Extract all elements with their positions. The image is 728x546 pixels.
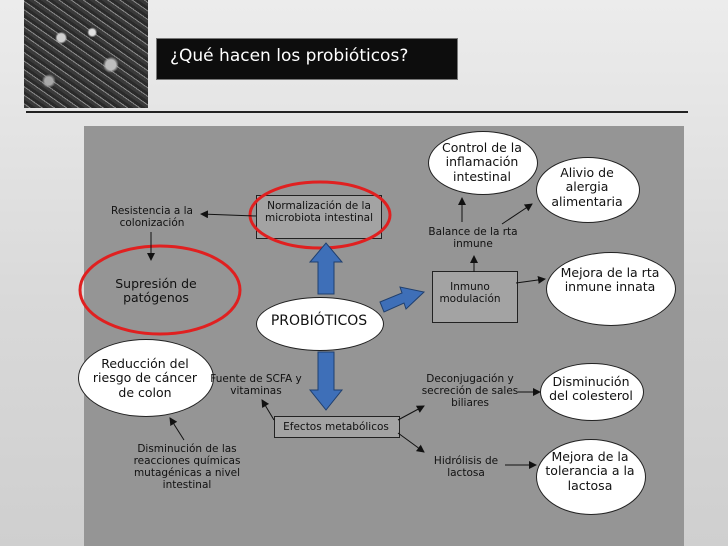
cholesterol-oval	[540, 363, 644, 421]
arrow-to-allergy	[501, 203, 533, 225]
arrow-to-bile	[397, 405, 425, 421]
colon-cancer-oval	[78, 339, 214, 417]
arrow-to-colon-cancer	[169, 417, 185, 441]
probiotics-oval	[256, 297, 384, 351]
bile-label: Deconjugación y secreción de sales bilia…	[421, 373, 519, 410]
metabolic-label: Efectos metabólicos	[283, 421, 389, 433]
probiotics-label: PROBIÓTICOS	[270, 313, 368, 329]
arrow-to-hydrolysis	[397, 432, 425, 453]
innate-label: Mejora de la rta inmune innata	[560, 265, 660, 295]
block-arrow-down	[308, 351, 344, 411]
suppression-label: Supresión de patógenos	[115, 276, 197, 306]
scfa-label: Fuente de SCFA y vitaminas	[210, 373, 302, 398]
block-arrow-up	[308, 242, 344, 295]
slide-title: ¿Qué hacen los probióticos?	[170, 46, 409, 66]
normalization-box	[256, 195, 382, 239]
block-arrow-right	[379, 286, 426, 313]
allergy-label: Alivio de alergia alimentaria	[551, 165, 623, 209]
arrow-to-innate	[515, 275, 546, 284]
title-bar	[156, 38, 458, 80]
cholesterol-label: Disminución del colesterol	[549, 374, 633, 404]
highlight-circle-suppression	[78, 244, 242, 336]
inflammation-oval	[428, 131, 538, 195]
title-divider	[26, 111, 688, 113]
highlight-circle-normalization	[248, 180, 392, 250]
lactose-tolerance-label: Mejora de la tolerancia a la lactosa	[545, 449, 635, 493]
metabolic-box	[274, 416, 400, 438]
lactose-hydrolysis-label: Hidrólisis de lactosa	[433, 455, 499, 480]
balance-label: Balance de la rta inmune	[428, 226, 518, 251]
lactose-tolerance-oval	[536, 439, 646, 515]
immunomodulation-box	[432, 271, 518, 323]
mutagenic-label: Disminución de las reacciones químicas m…	[133, 443, 241, 492]
inflammation-label: Control de la inflamación intestinal	[442, 140, 522, 184]
arrow-to-scfa	[261, 399, 275, 421]
immunomodulation-label: Inmuno modulación	[439, 281, 501, 306]
innate-oval	[546, 252, 676, 326]
resistance-label: Resistencia a la colonización	[111, 205, 193, 230]
arrow-to-resistance	[200, 210, 257, 219]
colon-cancer-label: Reducción del riesgo de cáncer de colon	[92, 356, 198, 400]
normalization-label: Normalización de la microbiota intestina…	[265, 200, 373, 225]
microscope-photo	[24, 0, 148, 108]
allergy-oval	[536, 157, 640, 223]
